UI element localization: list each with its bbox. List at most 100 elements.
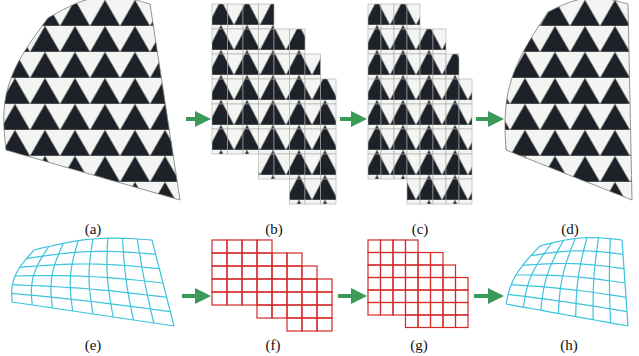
panel: (h) <box>505 238 633 354</box>
rectified-cell <box>407 4 420 29</box>
rectified-cell <box>305 104 321 129</box>
flow-arrow <box>476 117 500 121</box>
mesh-line <box>506 304 628 326</box>
rectified-cell <box>433 154 446 179</box>
rectified-cell <box>381 129 394 154</box>
mesh-line <box>12 293 171 311</box>
grid-cell <box>431 253 444 266</box>
panel-label: (b) <box>212 220 336 238</box>
rectified-cell <box>290 54 306 79</box>
mesh-line <box>540 238 622 246</box>
rectified-cell <box>407 154 420 179</box>
rectified-cell <box>381 4 394 29</box>
grid-cell <box>393 290 406 303</box>
rectified-cell <box>394 54 407 79</box>
grid-cell <box>406 290 419 303</box>
rectified-cell <box>274 29 290 54</box>
grid-cell <box>431 265 444 278</box>
rectified-cell <box>381 79 394 104</box>
grid-cell <box>317 279 332 292</box>
rectified-cell <box>459 179 472 204</box>
grid-cell <box>456 290 469 303</box>
rectified-cell <box>290 104 306 129</box>
grid-cell <box>302 292 317 305</box>
grid-cell <box>212 253 227 266</box>
grid-cell <box>287 253 302 266</box>
grid-cell <box>443 278 456 291</box>
rectified-cell <box>290 129 306 154</box>
grid-cell <box>272 292 287 305</box>
panel: (e) <box>8 238 178 354</box>
rectified-cell <box>433 54 446 79</box>
rectified-cell <box>420 179 433 204</box>
rectified-cell <box>446 54 459 79</box>
rectified-cell <box>394 104 407 129</box>
grid-cell <box>272 279 287 292</box>
grid-cell <box>393 240 406 253</box>
rectified-cell <box>228 104 244 129</box>
grid-cell <box>368 303 381 316</box>
rectified-cell <box>381 54 394 79</box>
rectified-cell <box>394 29 407 54</box>
panel: (d) <box>505 0 635 238</box>
grid-cell <box>317 305 332 318</box>
rectified-cell <box>394 129 407 154</box>
panel-label: (d) <box>505 220 635 238</box>
grid-cell <box>302 305 317 318</box>
grid-cell <box>302 279 317 292</box>
grid-cell <box>272 266 287 279</box>
grid-cell <box>406 315 419 328</box>
grid-cell <box>287 279 302 292</box>
rectified-cell <box>228 129 244 154</box>
rectified-cell <box>228 4 244 29</box>
mesh-line <box>20 264 160 269</box>
rectified-cell <box>228 54 244 79</box>
flow-arrow <box>338 294 363 298</box>
rectified-cell <box>243 29 259 54</box>
rectified-cell <box>321 79 337 104</box>
rectified-cell <box>243 4 259 29</box>
rectified-cell <box>407 129 420 154</box>
rectified-cell <box>446 129 459 154</box>
grid-cell <box>287 305 302 318</box>
panel-images <box>4 0 632 331</box>
mesh-line <box>12 302 174 326</box>
flow-arrow <box>186 117 207 121</box>
mesh-line <box>34 238 152 250</box>
rectified-cell <box>420 79 433 104</box>
rectified-cell <box>446 179 459 204</box>
rectified-cell <box>259 29 275 54</box>
rectified-cell <box>305 129 321 154</box>
grid-cell <box>368 240 381 253</box>
flow-arrow <box>474 294 500 298</box>
rectified-cell <box>446 79 459 104</box>
rectified-cell <box>368 104 381 129</box>
grid-cell <box>242 240 257 253</box>
rectified-cell <box>368 54 381 79</box>
rectified-cell <box>305 79 321 104</box>
rectified-cell <box>228 29 244 54</box>
panel: (g) <box>368 238 470 354</box>
rectified-cell <box>407 79 420 104</box>
rectified-cell <box>381 29 394 54</box>
grid-cell <box>287 318 302 331</box>
rectified-cell <box>321 104 337 129</box>
rectified-cell <box>321 179 337 204</box>
grid-cell <box>257 305 272 318</box>
grid-cell <box>418 290 431 303</box>
rectified-cell <box>274 79 290 104</box>
grid-cell <box>227 240 242 253</box>
rectified-cell <box>433 179 446 204</box>
grid-cell <box>302 318 317 331</box>
dome-photo <box>505 0 632 200</box>
rectified-cell <box>459 104 472 129</box>
grid-cell <box>257 292 272 305</box>
grid-cell <box>443 315 456 328</box>
rectified-cell <box>459 154 472 179</box>
rectified-cell <box>420 104 433 129</box>
grid-cell <box>227 292 242 305</box>
grid-cell <box>406 253 419 266</box>
mesh-line <box>523 264 624 269</box>
rectified-cell <box>407 179 420 204</box>
panel: (f) <box>212 238 334 354</box>
